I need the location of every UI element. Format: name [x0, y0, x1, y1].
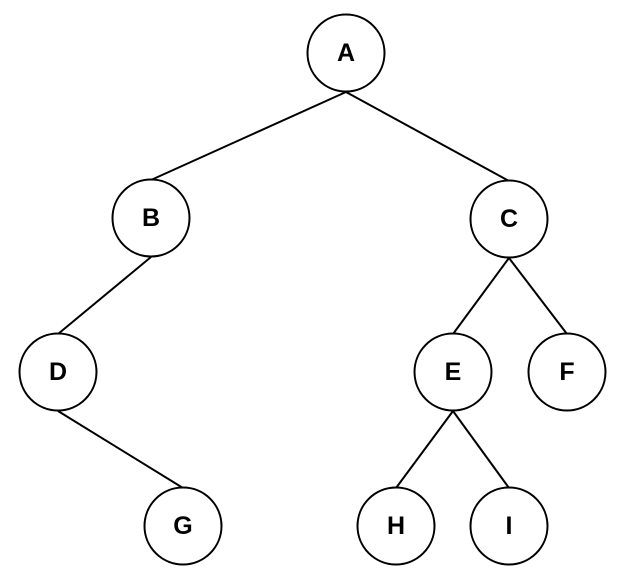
node-a-circle: [306, 13, 386, 93]
node-h-label: H: [387, 512, 405, 540]
tree-nodes: A B C D E F G H: [18, 13, 607, 566]
node-d: D: [18, 332, 98, 412]
node-i: I: [469, 486, 549, 566]
node-h: H: [356, 486, 436, 566]
edge-c-e: [452, 257, 510, 335]
node-e-label: E: [445, 358, 462, 386]
edge-e-h: [395, 410, 454, 489]
node-a: A: [306, 13, 386, 93]
edge-b-d: [57, 256, 152, 335]
node-g-label: G: [173, 512, 192, 540]
edge-a-c: [345, 91, 510, 182]
node-a-label: A: [337, 39, 355, 67]
edge-a-b: [150, 91, 347, 181]
node-b-label: B: [142, 204, 160, 232]
node-f-label: F: [559, 358, 574, 386]
node-c-circle: [469, 179, 549, 259]
node-e-circle: [413, 332, 493, 412]
edge-d-g: [57, 410, 184, 489]
node-g: G: [143, 486, 223, 566]
node-f-circle: [527, 332, 607, 412]
node-d-label: D: [49, 358, 67, 386]
node-i-label: I: [506, 512, 513, 540]
node-i-circle: [469, 486, 549, 566]
edge-e-i: [452, 410, 510, 489]
node-e: E: [413, 332, 493, 412]
node-c: C: [469, 179, 549, 259]
node-c-label: C: [500, 205, 518, 233]
edge-c-f: [508, 257, 568, 335]
node-g-circle: [143, 486, 223, 566]
node-h-circle: [356, 486, 436, 566]
node-b: B: [111, 178, 191, 258]
node-f: F: [527, 332, 607, 412]
tree-edges: [57, 91, 568, 489]
node-b-circle: [111, 178, 191, 258]
node-d-circle: [18, 332, 98, 412]
